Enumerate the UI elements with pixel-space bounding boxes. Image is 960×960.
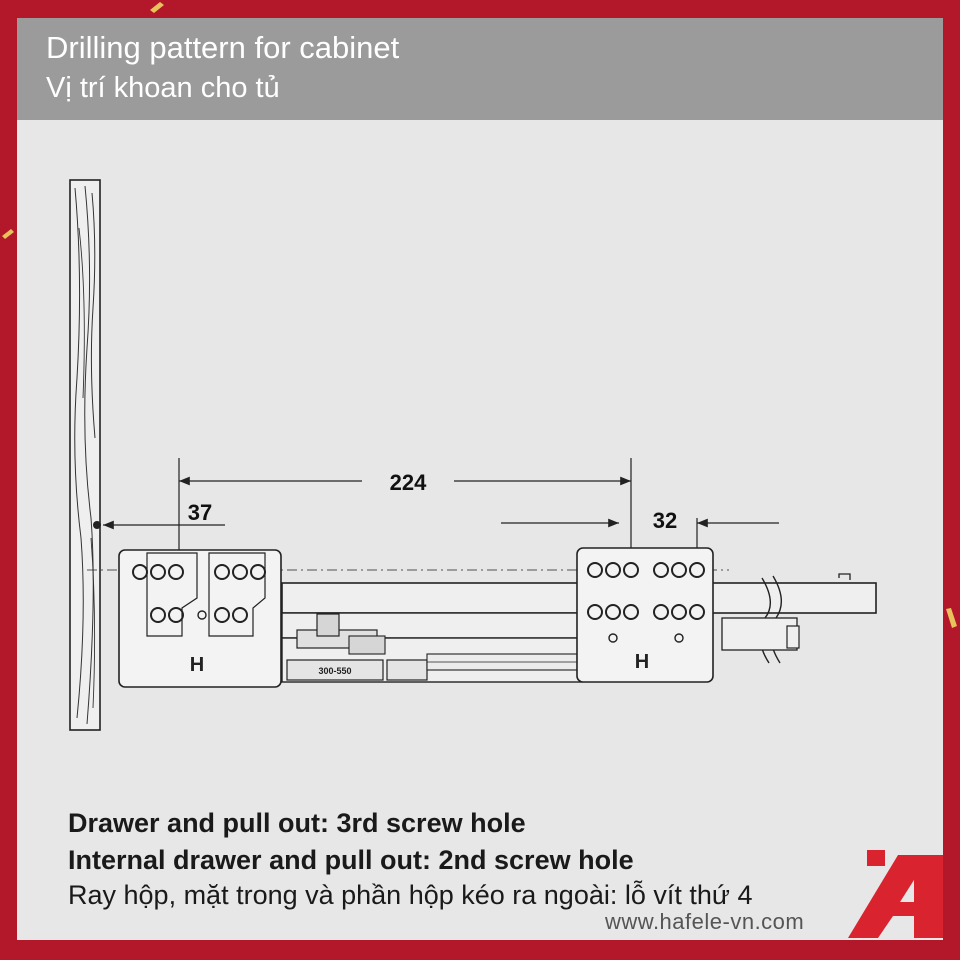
page-subtitle: Vị trí khoan cho tủ <box>46 72 280 104</box>
dim-37-label: 37 <box>188 500 212 525</box>
dimension-37: 37 <box>103 500 225 530</box>
dim-32-label: 32 <box>653 508 677 533</box>
note-vietnamese: Ray hộp, mặt trong và phần hộp kéo ra ng… <box>68 880 753 910</box>
drilling-diagram: 224 37 32 <box>69 179 877 731</box>
dim-224-label: 224 <box>390 470 427 495</box>
svg-text:H: H <box>635 651 649 673</box>
confetti-icon <box>150 2 164 13</box>
header-bar: Drilling pattern for cabinet Vị trí khoa… <box>17 18 943 120</box>
front-bracket: H <box>118 549 282 688</box>
confetti-icon <box>2 229 14 239</box>
note-drawer: Drawer and pull out: 3rd screw hole <box>68 808 526 838</box>
confetti-icon <box>946 608 957 628</box>
cabinet-side-panel <box>69 179 101 731</box>
diagram-card: Drilling pattern for cabinet Vị trí khoa… <box>17 18 943 940</box>
dimension-224: 224 <box>178 458 632 628</box>
website-url: www.hafele-vn.com <box>605 909 805 934</box>
note-internal-drawer: Internal drawer and pull out: 2nd screw … <box>68 845 634 875</box>
rail-length-label: 300-550 <box>318 666 351 676</box>
hafele-logo-icon <box>848 850 943 938</box>
rear-bracket: H <box>576 547 714 683</box>
svg-text:H: H <box>190 654 204 676</box>
page-title: Drilling pattern for cabinet <box>46 30 400 65</box>
soft-close-mechanism: 300-550 <box>286 613 578 681</box>
